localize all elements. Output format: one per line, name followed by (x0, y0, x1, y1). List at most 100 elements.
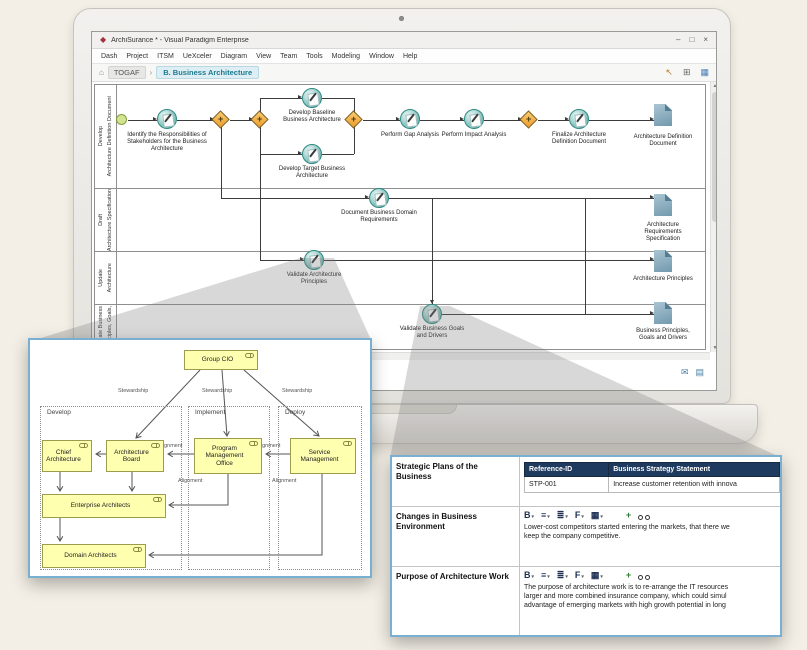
sequence-flow[interactable] (432, 198, 433, 304)
diagram-canvas[interactable]: Develop Architecture Definition Document… (92, 82, 710, 352)
sequence-flow[interactable] (221, 198, 369, 199)
table-button[interactable]: ▦▾ (591, 511, 603, 520)
table-cell-reference-id[interactable]: STP-001 (525, 477, 609, 493)
role-domain-architects[interactable]: Domain Architects (42, 544, 146, 568)
bpmn-task-identify-icon[interactable] (157, 109, 177, 129)
menu-dash[interactable]: Dash (101, 53, 117, 60)
role-enterprise-architects[interactable]: Enterprise Architects (42, 494, 166, 518)
sequence-flow[interactable] (177, 120, 214, 121)
menu-modeling[interactable]: Modeling (332, 53, 360, 60)
font-button[interactable]: F▾ (575, 511, 584, 520)
richtext-line[interactable]: larger and more combined insurance compa… (524, 592, 780, 601)
vertical-scrollbar[interactable]: ▲ ▼ (710, 82, 717, 352)
richtext-line[interactable]: Lower-cost competitors started entering … (524, 523, 780, 532)
table-cell-strategy-statement[interactable]: Increase customer retention with innova (609, 477, 780, 493)
sequence-flow[interactable] (420, 120, 464, 121)
bpmn-task-document-req-icon[interactable] (369, 188, 389, 208)
list-button[interactable]: ≣▾ (557, 511, 568, 520)
add-button[interactable]: + (626, 511, 631, 520)
sequence-flow[interactable] (363, 120, 400, 121)
panel-icon[interactable]: ▤ (695, 368, 704, 391)
home-icon[interactable]: ⌂ (99, 68, 104, 77)
richtext-line[interactable]: keep the company competitive. (524, 532, 780, 541)
menu-team[interactable]: Team (280, 53, 297, 60)
sequence-flow[interactable] (260, 98, 302, 99)
find-icon[interactable] (638, 574, 650, 580)
bpmn-document-goals[interactable] (654, 302, 672, 324)
breadcrumb-root[interactable]: TOGAF (108, 66, 146, 79)
bpmn-task-baseline-icon[interactable] (302, 88, 322, 108)
menu-window[interactable]: Window (369, 53, 394, 60)
webcam-icon (399, 16, 404, 21)
table-header-reference-id[interactable]: Reference-ID (525, 463, 609, 477)
menu-diagram[interactable]: Diagram (221, 53, 247, 60)
bpmn-document-definition[interactable] (654, 104, 672, 126)
sequence-flow[interactable] (322, 98, 354, 99)
find-icon[interactable] (638, 514, 650, 520)
menu-project[interactable]: Project (126, 53, 148, 60)
role-service-management[interactable]: Service Management (290, 438, 356, 474)
sequence-flow[interactable] (260, 120, 261, 260)
align-button[interactable]: ≡▾ (541, 571, 550, 580)
bpmn-task-validate-principles-icon[interactable] (304, 250, 324, 270)
menu-help[interactable]: Help (403, 53, 417, 60)
sequence-flow[interactable] (389, 198, 654, 199)
sequence-flow[interactable] (442, 314, 654, 315)
mail-icon[interactable]: ✉ (681, 368, 689, 391)
color-palette-icon[interactable] (610, 511, 619, 520)
bold-button[interactable]: B▾ (524, 571, 534, 580)
vertical-scroll-thumb[interactable] (712, 92, 717, 222)
table-header-strategy-statement[interactable]: Business Strategy Statement (609, 463, 780, 477)
sequence-flow[interactable] (484, 120, 522, 121)
table-button[interactable]: ▦▾ (591, 571, 603, 580)
sequence-flow[interactable] (322, 154, 354, 155)
bpmn-task-finalize-icon[interactable] (569, 109, 589, 129)
richtext-line[interactable]: advantage of emerging markets with high … (524, 601, 780, 610)
sequence-flow[interactable] (589, 120, 654, 121)
layout-grid-icon[interactable]: ▦ (700, 68, 709, 77)
bpmn-document-principles[interactable] (654, 250, 672, 272)
sequence-flow[interactable] (324, 260, 654, 261)
form-row-label: Changes in Business Environment (392, 507, 520, 566)
bold-button[interactable]: B▾ (524, 511, 534, 520)
bpmn-gateway-1[interactable]: + (211, 110, 229, 128)
add-button[interactable]: + (626, 571, 631, 580)
list-button[interactable]: ≣▾ (557, 571, 568, 580)
form-row-label: Purpose of Architecture Work (392, 567, 520, 635)
richtext-line[interactable]: The purpose of architecture work is to r… (524, 583, 780, 592)
role-chief-architecture[interactable]: Chief Architecture (42, 440, 92, 472)
menu-uexceler[interactable]: UeXceler (183, 53, 212, 60)
bpmn-task-gap-icon[interactable] (400, 109, 420, 129)
bpmn-start-event[interactable] (116, 114, 127, 125)
role-group-cio[interactable]: Group CIO (184, 350, 258, 370)
align-button[interactable]: ≡▾ (541, 511, 550, 520)
scroll-up-icon[interactable]: ▲ (711, 83, 717, 89)
scroll-down-icon[interactable]: ▼ (711, 345, 717, 351)
menu-view[interactable]: View (256, 53, 271, 60)
font-button[interactable]: F▾ (575, 571, 584, 580)
role-architecture-board[interactable]: Architecture Board (106, 440, 164, 472)
group-implement[interactable] (188, 406, 270, 570)
menu-itsm[interactable]: ITSM (157, 53, 174, 60)
group-deploy[interactable] (278, 406, 362, 570)
role-program-management-office[interactable]: Program Management Office (194, 438, 262, 474)
fit-to-window-icon[interactable]: ⊞ (683, 68, 691, 77)
color-palette-icon[interactable] (610, 571, 619, 580)
minimize-button[interactable]: – (676, 36, 680, 44)
bpmn-task-validate-goals-icon[interactable] (422, 304, 442, 324)
bpmn-document-requirements[interactable] (654, 194, 672, 216)
close-button[interactable]: × (703, 36, 708, 44)
breadcrumb-current[interactable]: B. Business Architecture (156, 66, 259, 79)
menu-tools[interactable]: Tools (306, 53, 322, 60)
sequence-flow[interactable] (585, 198, 586, 314)
maximize-button[interactable]: □ (689, 36, 694, 44)
bpmn-task-impact-icon[interactable] (464, 109, 484, 129)
sequence-flow[interactable] (260, 154, 302, 155)
stewardship-label: Stewardship (282, 388, 312, 394)
sequence-flow[interactable] (260, 260, 304, 261)
pointer-tool-icon[interactable]: ↖ (665, 68, 673, 77)
bpmn-task-target-icon[interactable] (302, 144, 322, 164)
bpmn-gateway-4[interactable]: + (519, 110, 537, 128)
sequence-flow[interactable] (221, 127, 222, 198)
bpmn-gateway-2[interactable]: + (250, 110, 268, 128)
